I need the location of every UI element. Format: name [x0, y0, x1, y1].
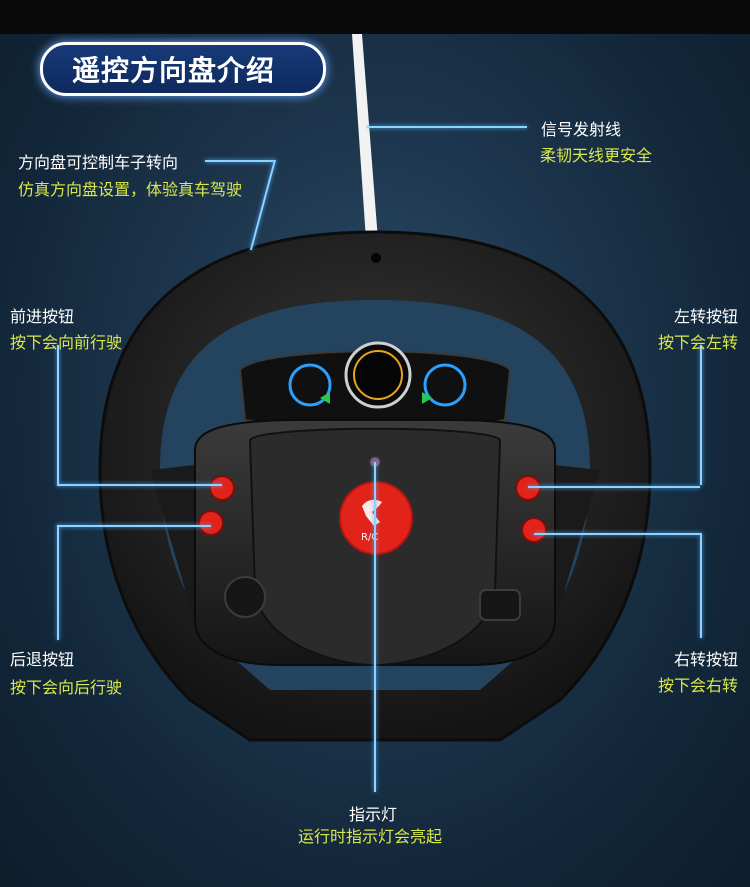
forward-note: 按下会向前行驶	[10, 333, 123, 352]
right-turn-label: 右转按钮	[673, 650, 738, 669]
backward-label: 后退按钮	[10, 650, 75, 669]
page-title: 遥控方向盘介绍	[72, 54, 276, 87]
right-turn-note: 按下会右转	[657, 676, 738, 695]
indicator-label: 指示灯	[349, 805, 398, 824]
left-turn-label: 左转按钮	[673, 307, 738, 326]
backward-note: 按下会向后行驶	[10, 678, 123, 697]
forward-label: 前进按钮	[10, 307, 75, 326]
title-banner	[40, 42, 326, 96]
indicator-note: 运行时指示灯会亮起	[298, 827, 443, 846]
wheel-badge: R/C	[361, 532, 379, 543]
left-turn-note: 按下会左转	[657, 333, 738, 352]
top-bar	[0, 0, 750, 34]
antenna	[352, 34, 388, 302]
steering-note: 仿真方向盘设置，体验真车驾驶	[18, 180, 243, 199]
steering-label: 方向盘可控制车子转向	[18, 153, 179, 172]
antenna-label: 信号发射线	[541, 120, 622, 139]
antenna-note: 柔韧天线更安全	[540, 146, 653, 165]
